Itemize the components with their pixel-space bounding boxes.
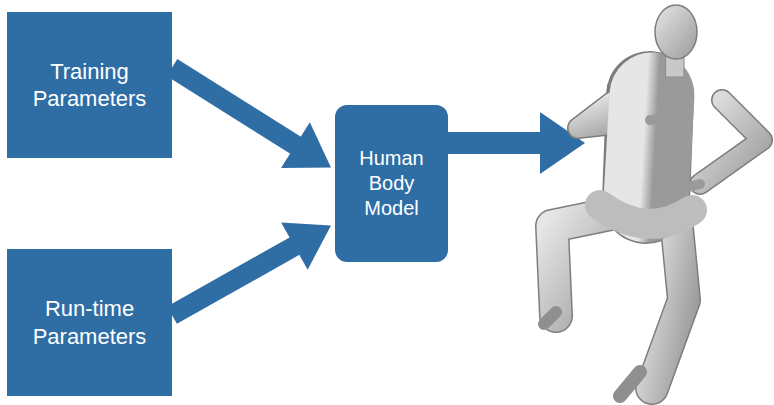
thick-arrow xyxy=(172,67,331,168)
node-label: Run-time Parameters xyxy=(20,295,160,350)
thick-arrow xyxy=(172,223,331,316)
model-box: Human Body Model xyxy=(335,105,448,262)
parameter-box: Training Parameters xyxy=(7,12,172,158)
node-label: Human Body Model xyxy=(352,146,432,221)
node-label: Training Parameters xyxy=(20,58,160,113)
human-figure xyxy=(544,5,762,396)
parameter-box: Run-time Parameters xyxy=(7,249,172,396)
output-arrow xyxy=(448,112,585,174)
